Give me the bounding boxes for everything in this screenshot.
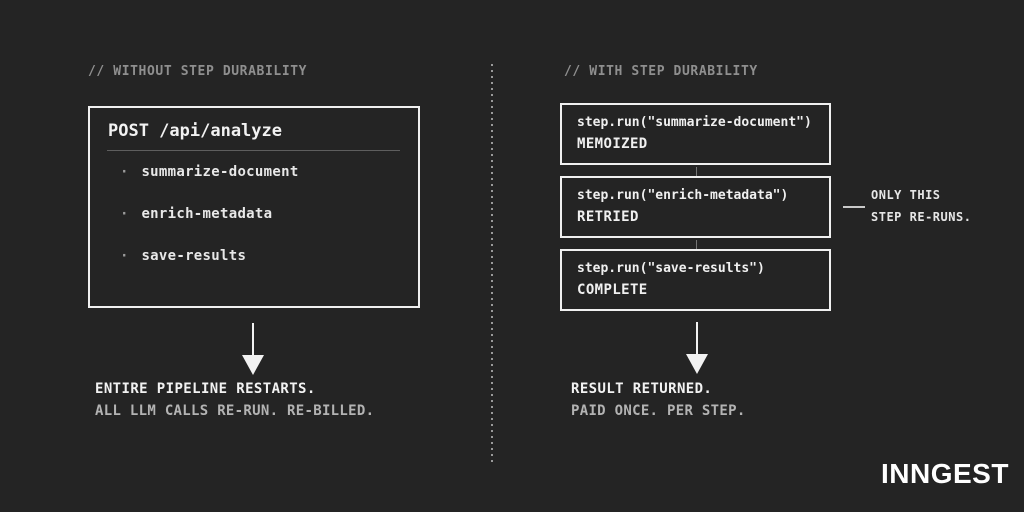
api-request-box: POST /api/analyze · summarize-document ·… [88,106,420,308]
pipeline-item: · enrich-metadata [120,206,272,222]
api-box-title: POST /api/analyze [108,121,282,141]
step-status: RETRIED [577,209,639,225]
annotation-dash-line [843,206,865,208]
pipeline-item-label: enrich-metadata [141,206,273,222]
annotation-line1: ONLY THIS [871,188,941,202]
pipeline-item: · save-results [120,248,246,264]
bullet-icon: · [120,164,129,180]
step-code: step.run("enrich-metadata") [577,188,789,203]
step-status: COMPLETE [577,282,648,298]
step-box-retried: step.run("enrich-metadata") RETRIED [560,176,831,238]
left-result-line1: ENTIRE PIPELINE RESTARTS. [95,381,316,397]
pipeline-item-label: save-results [141,248,247,264]
down-arrow-icon [696,322,698,354]
step-connector-line [696,167,697,176]
step-connector-line [696,240,697,249]
bullet-icon: · [120,206,129,222]
down-arrow-icon [252,323,254,355]
right-result-line1: RESULT RETURNED. [571,381,713,397]
left-panel-header: // WITHOUT STEP DURABILITY [88,64,308,79]
inngest-logo: INNGEST [881,458,1009,489]
annotation-line2: STEP RE-RUNS. [871,210,972,224]
step-box-complete: step.run("save-results") COMPLETE [560,249,831,311]
down-arrow-head-icon [242,355,264,375]
left-result-line2: ALL LLM CALLS RE-RUN. RE-BILLED. [95,403,375,419]
step-code: step.run("summarize-document") [577,115,812,130]
down-arrow-head-icon [686,354,708,374]
right-panel-header: // WITH STEP DURABILITY [564,64,758,79]
step-status: MEMOIZED [577,136,648,152]
step-box-memoized: step.run("summarize-document") MEMOIZED [560,103,831,165]
bullet-icon: · [120,248,129,264]
api-box-divider [107,150,400,151]
right-result-line2: PAID ONCE. PER STEP. [571,403,746,419]
step-code: step.run("save-results") [577,261,765,276]
center-dotted-divider [491,64,493,462]
pipeline-item-label: summarize-document [141,164,299,180]
pipeline-item: · summarize-document [120,164,299,180]
